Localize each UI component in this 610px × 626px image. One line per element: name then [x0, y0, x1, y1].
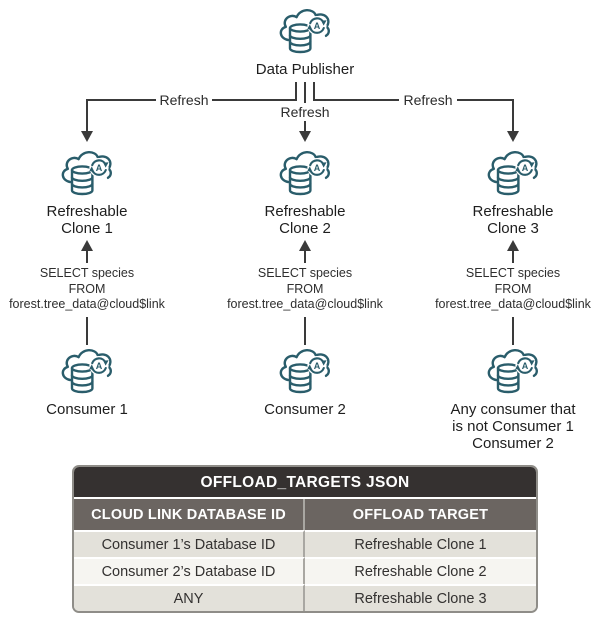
autonomous-database-icon	[275, 4, 335, 58]
refresh-label-right: Refresh	[400, 92, 456, 108]
consumer-any-label-line3: Consumer 2	[472, 435, 554, 452]
table-cell: Refreshable Clone 2	[305, 557, 536, 584]
connector-lines	[81, 82, 519, 345]
autonomous-database-icon	[483, 146, 543, 200]
arrowhead-up-clone1	[81, 240, 93, 251]
arrowhead-down-clone2	[299, 131, 311, 142]
clone-3-label-line2: Clone 3	[487, 220, 539, 237]
table-title: OFFLOAD_TARGETS JSON	[74, 467, 536, 499]
data-publisher-node: Data Publisher	[233, 4, 377, 78]
query-text-consumer1: SELECT species FROM forest.tree_data@clo…	[9, 266, 165, 311]
refreshable-clone-1-node: Refreshable Clone 1	[15, 146, 159, 237]
arrowhead-down-clone3	[507, 131, 519, 142]
consumer-1-label: Consumer 1	[46, 401, 128, 418]
autonomous-database-icon	[483, 344, 543, 398]
table-cell: Consumer 1’s Database ID	[74, 530, 305, 557]
offload-targets-table: OFFLOAD_TARGETS JSON CLOUD LINK DATABASE…	[72, 465, 538, 613]
consumer-2-label: Consumer 2	[264, 401, 346, 418]
consumer-1-node: Consumer 1	[15, 344, 159, 418]
arrowhead-up-clone2	[299, 240, 311, 251]
query-text-consumer3: SELECT species FROM forest.tree_data@clo…	[435, 266, 591, 311]
consumer-2-node: Consumer 2	[233, 344, 377, 418]
column-header-offload-target: OFFLOAD TARGET	[305, 499, 536, 530]
query-text-consumer2: SELECT species FROM forest.tree_data@clo…	[227, 266, 383, 311]
clone-2-label-line1: Refreshable	[264, 203, 346, 220]
autonomous-database-icon	[57, 146, 117, 200]
refreshable-clone-2-node: Refreshable Clone 2	[233, 146, 377, 237]
clone-2-label-line2: Clone 2	[279, 220, 331, 237]
clone-1-label-line1: Refreshable	[46, 203, 128, 220]
table-cell: Refreshable Clone 1	[305, 530, 536, 557]
clone-3-label-line1: Refreshable	[472, 203, 554, 220]
table-cell: ANY	[74, 584, 305, 611]
refresh-label-middle: Refresh	[277, 104, 333, 120]
consumer-any-label-line2: is not Consumer 1	[452, 418, 574, 435]
consumer-any-label-line1: Any consumer that	[450, 401, 576, 418]
refreshable-clone-3-node: Refreshable Clone 3	[441, 146, 585, 237]
arrowhead-up-clone3	[507, 240, 519, 251]
table-cell: Consumer 2’s Database ID	[74, 557, 305, 584]
autonomous-database-icon	[57, 344, 117, 398]
autonomous-database-icon	[275, 344, 335, 398]
refresh-label-left: Refresh	[156, 92, 212, 108]
data-publisher-label: Data Publisher	[255, 61, 355, 78]
table-cell: Refreshable Clone 3	[305, 584, 536, 611]
column-header-cloud-link-database-id: CLOUD LINK DATABASE ID	[74, 499, 305, 530]
arrowhead-down-clone1	[81, 131, 93, 142]
consumer-any-node: Any consumer that is not Consumer 1 Cons…	[433, 344, 593, 452]
clone-1-label-line2: Clone 1	[61, 220, 113, 237]
autonomous-database-icon	[275, 146, 335, 200]
